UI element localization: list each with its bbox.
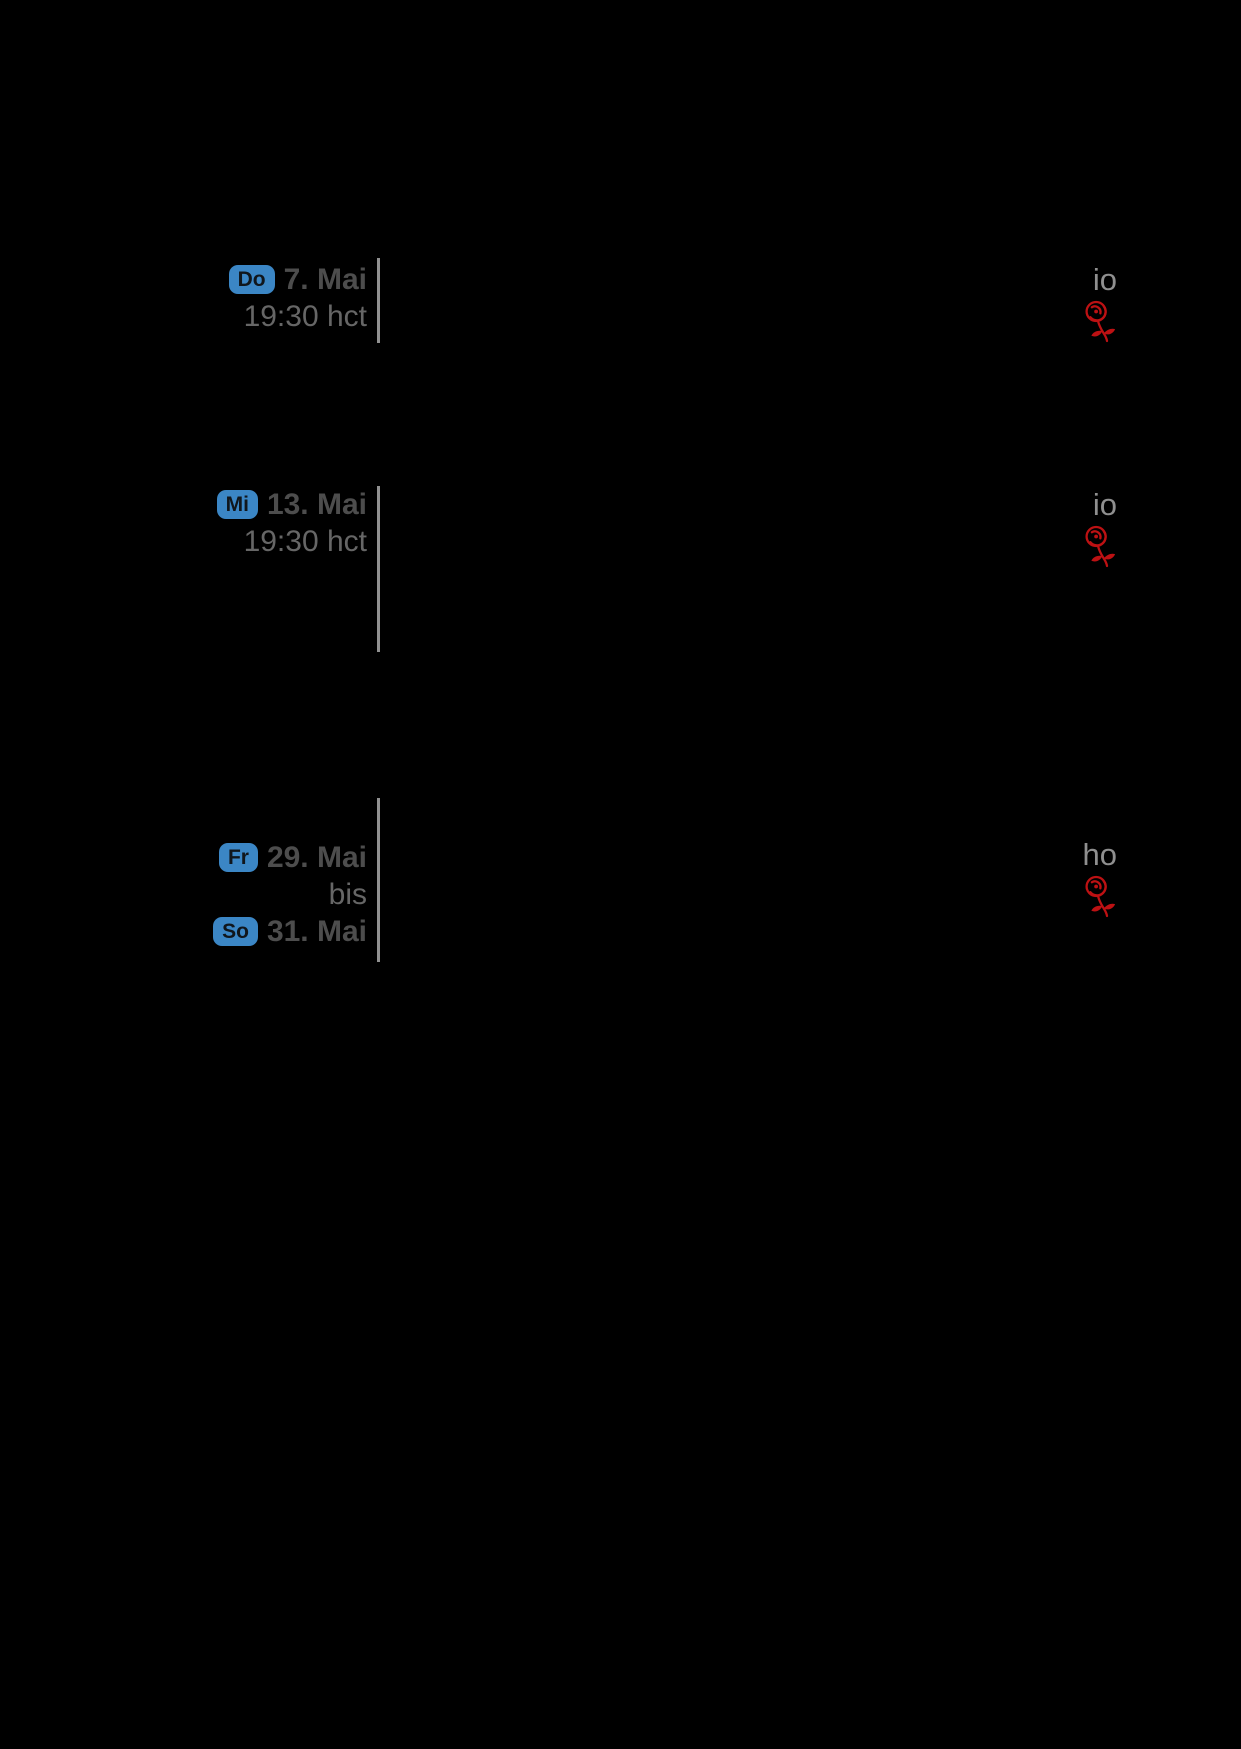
date-range-connector: bis (328, 878, 367, 911)
weekday-badge: Do (228, 265, 275, 294)
event-time: 19:30 hct (243, 525, 367, 558)
event-divider-line (377, 486, 380, 652)
rose-icon (1085, 875, 1116, 918)
event-date: 13. Mai (266, 488, 367, 521)
event-divider-line (377, 258, 380, 343)
event-start-date: 29. Mai (266, 841, 367, 874)
location-text-fragment: ho (1082, 837, 1117, 872)
weekday-badge: Fr (218, 843, 258, 872)
event-date-line: Do 7. Mai (67, 261, 367, 298)
event-date-line: Mi 13. Mai (67, 486, 367, 523)
event-row-date[interactable]: Fr 29. Mai bis So 31. Mai (67, 839, 367, 950)
weekday-badge: Mi (216, 490, 258, 519)
event-location-block[interactable]: io (977, 263, 1117, 343)
weekday-badge: So (213, 917, 258, 946)
event-location-block[interactable]: ho (977, 838, 1117, 918)
event-date-line: So 31. Mai (67, 913, 367, 950)
rose-icon (1085, 300, 1116, 343)
event-row-date[interactable]: Do 7. Mai 19:30 hct (67, 261, 367, 335)
event-date-line: Fr 29. Mai (67, 839, 367, 876)
location-text-fragment: io (1092, 487, 1117, 522)
event-date: 7. Mai (283, 263, 367, 296)
event-divider-line (377, 798, 380, 962)
rose-icon (1085, 525, 1116, 568)
location-text-fragment: io (1092, 262, 1117, 297)
event-time: 19:30 hct (243, 300, 367, 333)
event-end-date: 31. Mai (266, 915, 367, 948)
event-location-block[interactable]: io (977, 488, 1117, 568)
event-row-date[interactable]: Mi 13. Mai 19:30 hct (67, 486, 367, 560)
